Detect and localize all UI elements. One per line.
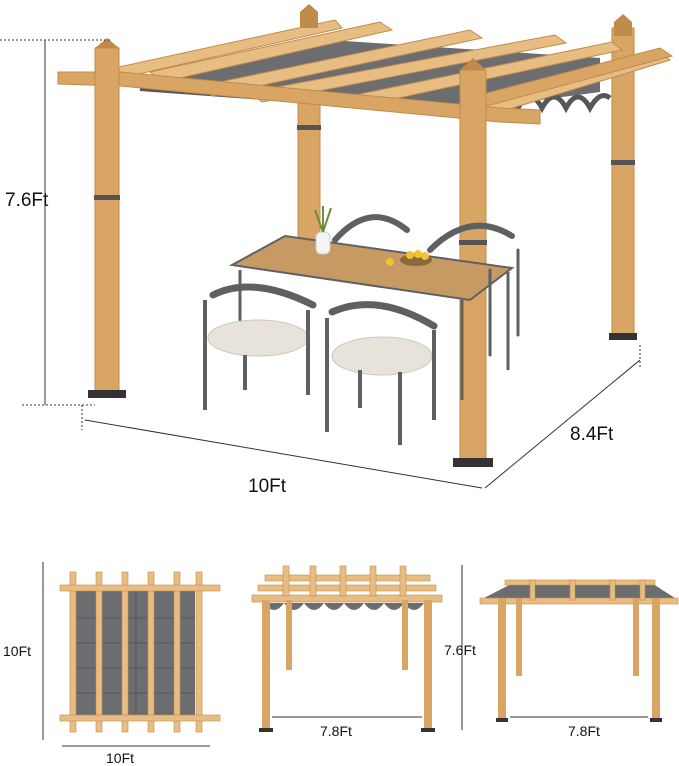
front-right-chair <box>325 301 438 445</box>
back-chairs <box>332 214 520 357</box>
seat-cushion <box>331 336 433 376</box>
width-label: 10Ft <box>248 476 287 497</box>
side-view: 7.8Ft <box>479 579 679 739</box>
side-view-width-label: 7.8Ft <box>568 723 600 739</box>
front-left-post <box>94 47 120 394</box>
top-view: 10Ft 10Ft <box>3 562 221 766</box>
front-left-chair <box>203 283 317 410</box>
seat-cushion <box>207 319 309 357</box>
vase <box>315 231 331 255</box>
front-beam <box>57 71 541 125</box>
top-view-side-label: 10Ft <box>3 643 31 659</box>
height-label: 7.6Ft <box>5 190 49 211</box>
main-pergola-view: 7.6Ft 8.4Ft 10Ft <box>0 4 674 497</box>
top-view-bottom-label: 10Ft <box>106 750 134 766</box>
dining-table <box>228 206 515 400</box>
front-view: 7.8Ft 7.6Ft <box>251 565 476 739</box>
main-dimension-lines <box>0 39 641 489</box>
depth-label: 8.4Ft <box>570 424 614 445</box>
front-view-height-label: 7.6Ft <box>444 642 476 658</box>
front-view-width-label: 7.8Ft <box>320 723 352 739</box>
